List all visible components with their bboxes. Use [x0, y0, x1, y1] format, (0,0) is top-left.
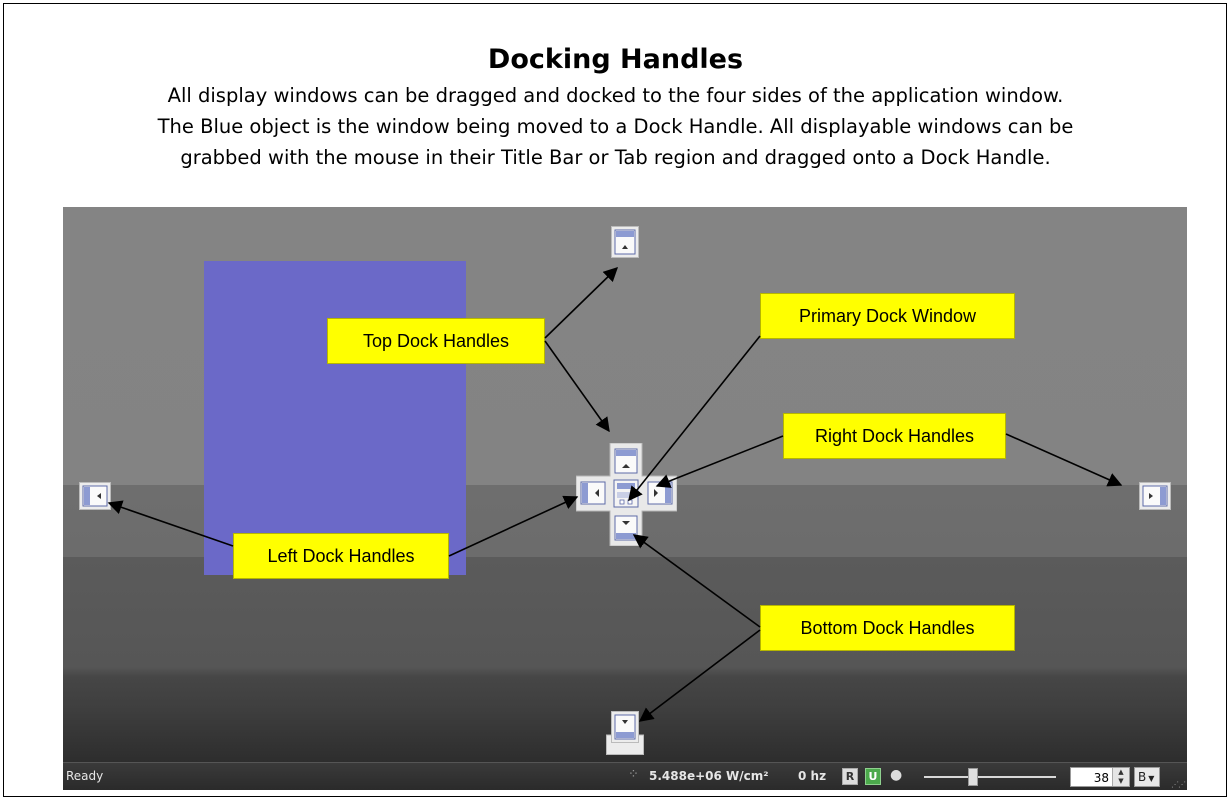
u-toggle-button[interactable]: U — [865, 768, 881, 785]
frequency-readout: 0 hz — [798, 769, 827, 783]
resize-grip-icon[interactable]: ⋰⋰ — [1171, 780, 1186, 789]
central-dock-guide — [575, 442, 678, 547]
callout-bottom-dock-handles: Bottom Dock Handles — [760, 605, 1015, 651]
palette-icon[interactable]: ● — [890, 767, 903, 783]
top-dock-handle[interactable] — [611, 226, 639, 258]
description-line: All display windows can be dragged and d… — [167, 84, 1064, 107]
intensity-readout: 5.488e+06 W/cm² — [649, 769, 769, 783]
crosshair-icon: ⁘ — [628, 767, 639, 782]
zoom-slider-thumb[interactable] — [968, 768, 978, 786]
slide-frame — [3, 3, 1227, 797]
left-dock-handle[interactable] — [79, 482, 111, 510]
callout-right-dock-handles: Right Dock Handles — [783, 413, 1006, 459]
center-top-dock-handle[interactable] — [597, 444, 656, 477]
center-bottom-dock-handle[interactable] — [610, 512, 643, 546]
status-bar: Ready ⁘ 5.488e+06 W/cm² 0 hz R U ● 38 ▲▼… — [63, 762, 1187, 790]
mode-dropdown-value: B — [1138, 770, 1147, 784]
r-toggle-button[interactable]: R — [842, 768, 858, 785]
zoom-value: 38 — [1093, 771, 1109, 785]
description-line: The Blue object is the window being move… — [157, 115, 1074, 138]
callout-left-dock-handles: Left Dock Handles — [233, 533, 449, 579]
center-left-dock-handle[interactable] — [576, 477, 609, 511]
zoom-slider-track[interactable] — [924, 776, 1056, 778]
spinner-arrows-icon[interactable]: ▲▼ — [1112, 768, 1129, 786]
zoom-stepper[interactable]: 38 ▲▼ — [1070, 767, 1130, 787]
bottom-dock-handle[interactable] — [606, 711, 644, 755]
slide-description: All display windows can be dragged and d… — [60, 80, 1171, 173]
mode-dropdown[interactable]: B▼ — [1134, 767, 1160, 787]
chevron-down-icon: ▼ — [1148, 774, 1155, 783]
slide-title: Docking Handles — [487, 44, 744, 75]
description-line: grabbed with the mouse in their Title Ba… — [180, 146, 1051, 169]
dragged-blue-window[interactable] — [204, 261, 466, 575]
primary-dock-window-handle[interactable] — [614, 480, 639, 508]
status-text: Ready — [66, 769, 104, 783]
callout-top-dock-handles: Top Dock Handles — [327, 318, 545, 364]
callout-primary-dock-window: Primary Dock Window — [760, 293, 1015, 339]
right-dock-handle[interactable] — [1139, 482, 1171, 510]
application-window-screenshot: Ready ⁘ 5.488e+06 W/cm² 0 hz R U ● 38 ▲▼… — [63, 207, 1187, 790]
center-right-dock-handle[interactable] — [643, 477, 677, 511]
